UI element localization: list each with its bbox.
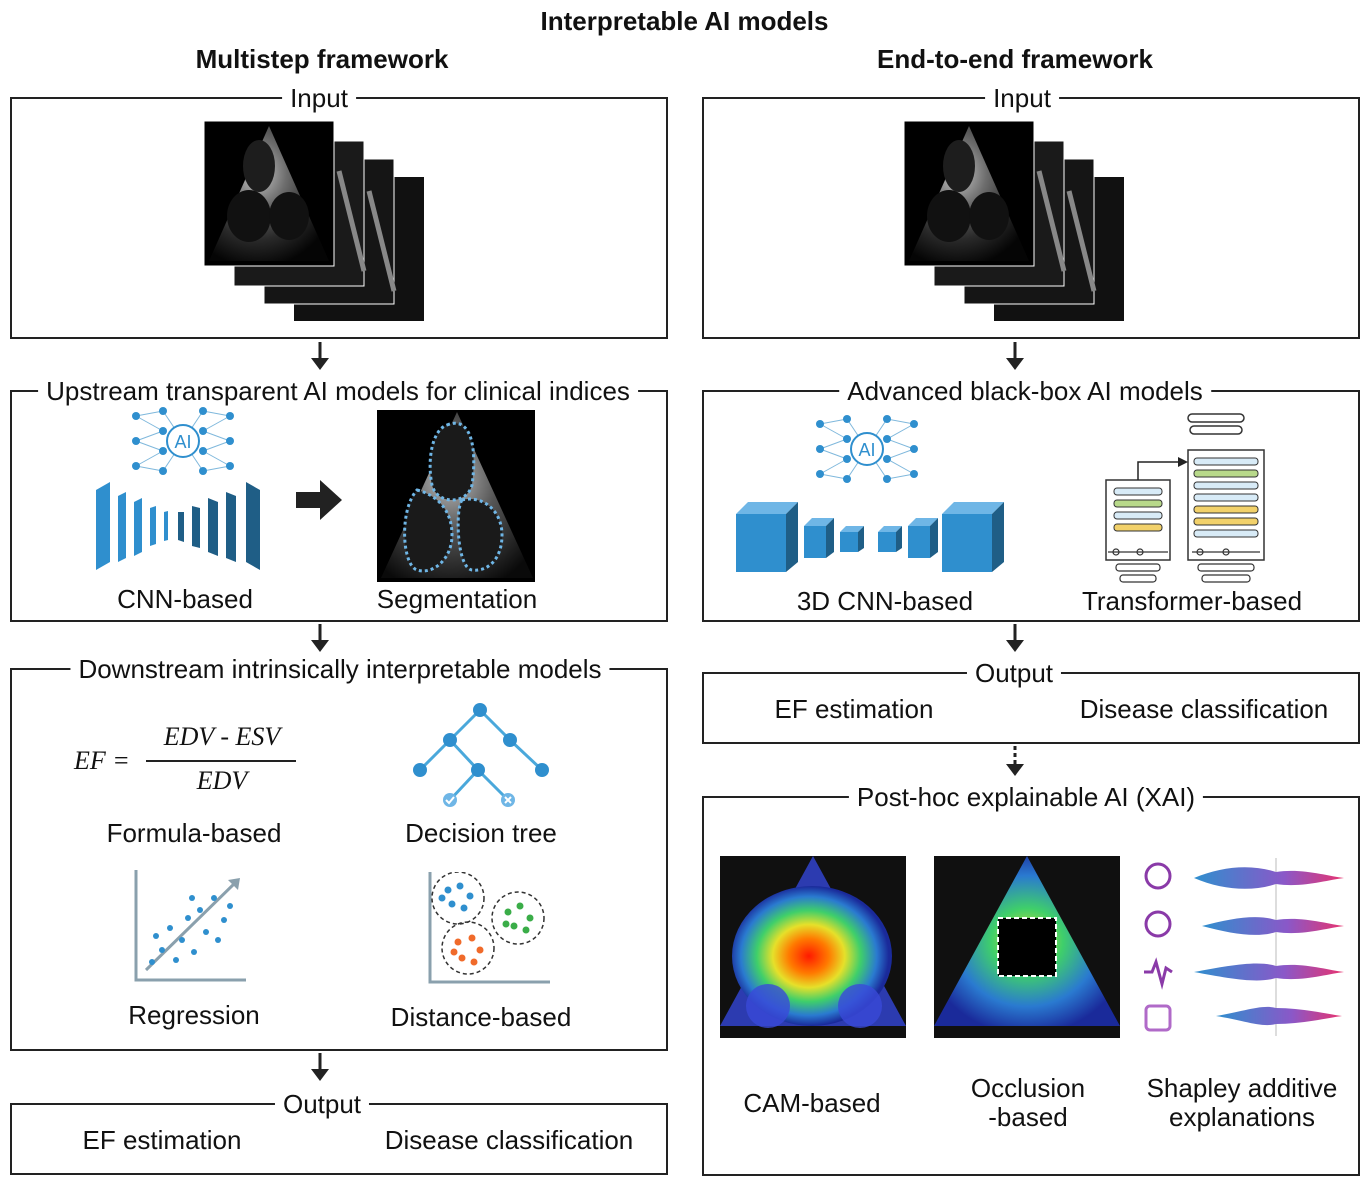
arrow-down-dashed bbox=[1006, 746, 1024, 776]
shap-label-line2: explanations bbox=[1169, 1102, 1315, 1132]
regression-plot-icon bbox=[134, 870, 246, 982]
big-right-arrow-icon bbox=[296, 480, 342, 520]
formula-lhs: EF = bbox=[74, 746, 130, 775]
shap-label: Shapley additive explanations bbox=[1132, 1074, 1352, 1132]
segmentation-label: Segmentation bbox=[376, 584, 538, 614]
left-input-box: Input bbox=[10, 82, 668, 339]
decision-tree-icon bbox=[413, 703, 549, 807]
left-disease-classification: Disease classification bbox=[384, 1125, 634, 1155]
occlusion-label-line1: Occlusion bbox=[970, 1073, 1086, 1103]
cnn3d-label: 3D CNN-based bbox=[796, 586, 974, 616]
occlusion-heatmap-image bbox=[934, 856, 1120, 1038]
blackbox-label: Advanced black-box AI models bbox=[839, 375, 1211, 407]
upstream-label: Upstream transparent AI models for clini… bbox=[38, 375, 638, 407]
arrow-down-1 bbox=[311, 342, 329, 370]
transformer-diagram bbox=[1105, 413, 1265, 583]
shap-label-line1: Shapley additive bbox=[1146, 1073, 1338, 1103]
downstream-label: Downstream intrinsically interpretable m… bbox=[70, 653, 610, 685]
upstream-box: Upstream transparent AI models for clini… bbox=[10, 375, 668, 622]
right-output-label: Output bbox=[966, 657, 1062, 689]
blackbox-box: Advanced black-box AI models AI bbox=[702, 375, 1360, 622]
formula-numerator: EDV - ESV bbox=[163, 722, 281, 751]
ai-network-icon: AI bbox=[132, 407, 234, 475]
ai-network-icon-right: AI bbox=[816, 415, 918, 483]
downstream-box: Downstream intrinsically interpretable m… bbox=[10, 653, 668, 1051]
transformer-label: Transformer-based bbox=[1081, 586, 1303, 616]
echo-stack-image-right bbox=[904, 121, 1124, 321]
arrow-down-3 bbox=[311, 1053, 329, 1081]
cnn3d-diagram bbox=[736, 502, 1004, 572]
arrow-down-r2 bbox=[1006, 624, 1024, 652]
xai-label: Post-hoc explainable AI (XAI) bbox=[848, 781, 1204, 813]
right-input-box: Input bbox=[702, 82, 1360, 339]
formula-fraction-line bbox=[146, 760, 296, 762]
left-output-box: Output EF estimation Disease classificat… bbox=[10, 1088, 668, 1175]
cam-heatmap-image bbox=[720, 856, 906, 1038]
cam-based-label: CAM-based bbox=[743, 1088, 881, 1118]
decision-tree-label: Decision tree bbox=[405, 818, 557, 848]
left-heading: Multistep framework bbox=[195, 44, 449, 74]
arrow-down-2 bbox=[311, 624, 329, 652]
occlusion-label: Occlusion -based bbox=[942, 1074, 1114, 1132]
cnn-based-label: CNN-based bbox=[117, 584, 253, 614]
formula-denominator: EDV bbox=[196, 766, 248, 795]
right-heading: End-to-end framework bbox=[877, 44, 1153, 74]
ef-formula: EF = EDV - ESV EDV bbox=[74, 722, 304, 802]
xai-box: Post-hoc explainable AI (XAI) bbox=[702, 781, 1360, 1176]
cnn-diagram bbox=[96, 482, 260, 570]
distance-plot-icon bbox=[428, 872, 550, 984]
ai-badge-text: AI bbox=[174, 432, 191, 452]
right-ef-estimation: EF estimation bbox=[774, 694, 934, 724]
main-title: Interpretable AI models bbox=[540, 6, 829, 36]
occlusion-label-line2: -based bbox=[988, 1102, 1068, 1132]
arrow-down-r1 bbox=[1006, 342, 1024, 370]
left-input-label: Input bbox=[282, 82, 356, 114]
shap-violin-plot bbox=[1144, 858, 1344, 1036]
distance-based-label: Distance-based bbox=[390, 1002, 572, 1032]
regression-label: Regression bbox=[128, 1000, 260, 1030]
formula-based-label: Formula-based bbox=[106, 818, 282, 848]
left-ef-estimation: EF estimation bbox=[82, 1125, 242, 1155]
left-output-label: Output bbox=[274, 1088, 370, 1120]
right-disease-classification: Disease classification bbox=[1079, 694, 1329, 724]
ai-badge-text-right: AI bbox=[858, 440, 875, 460]
right-output-box: Output EF estimation Disease classificat… bbox=[702, 657, 1360, 744]
right-input-label: Input bbox=[985, 82, 1059, 114]
echo-stack-image bbox=[204, 121, 424, 321]
segmentation-image bbox=[377, 410, 535, 582]
